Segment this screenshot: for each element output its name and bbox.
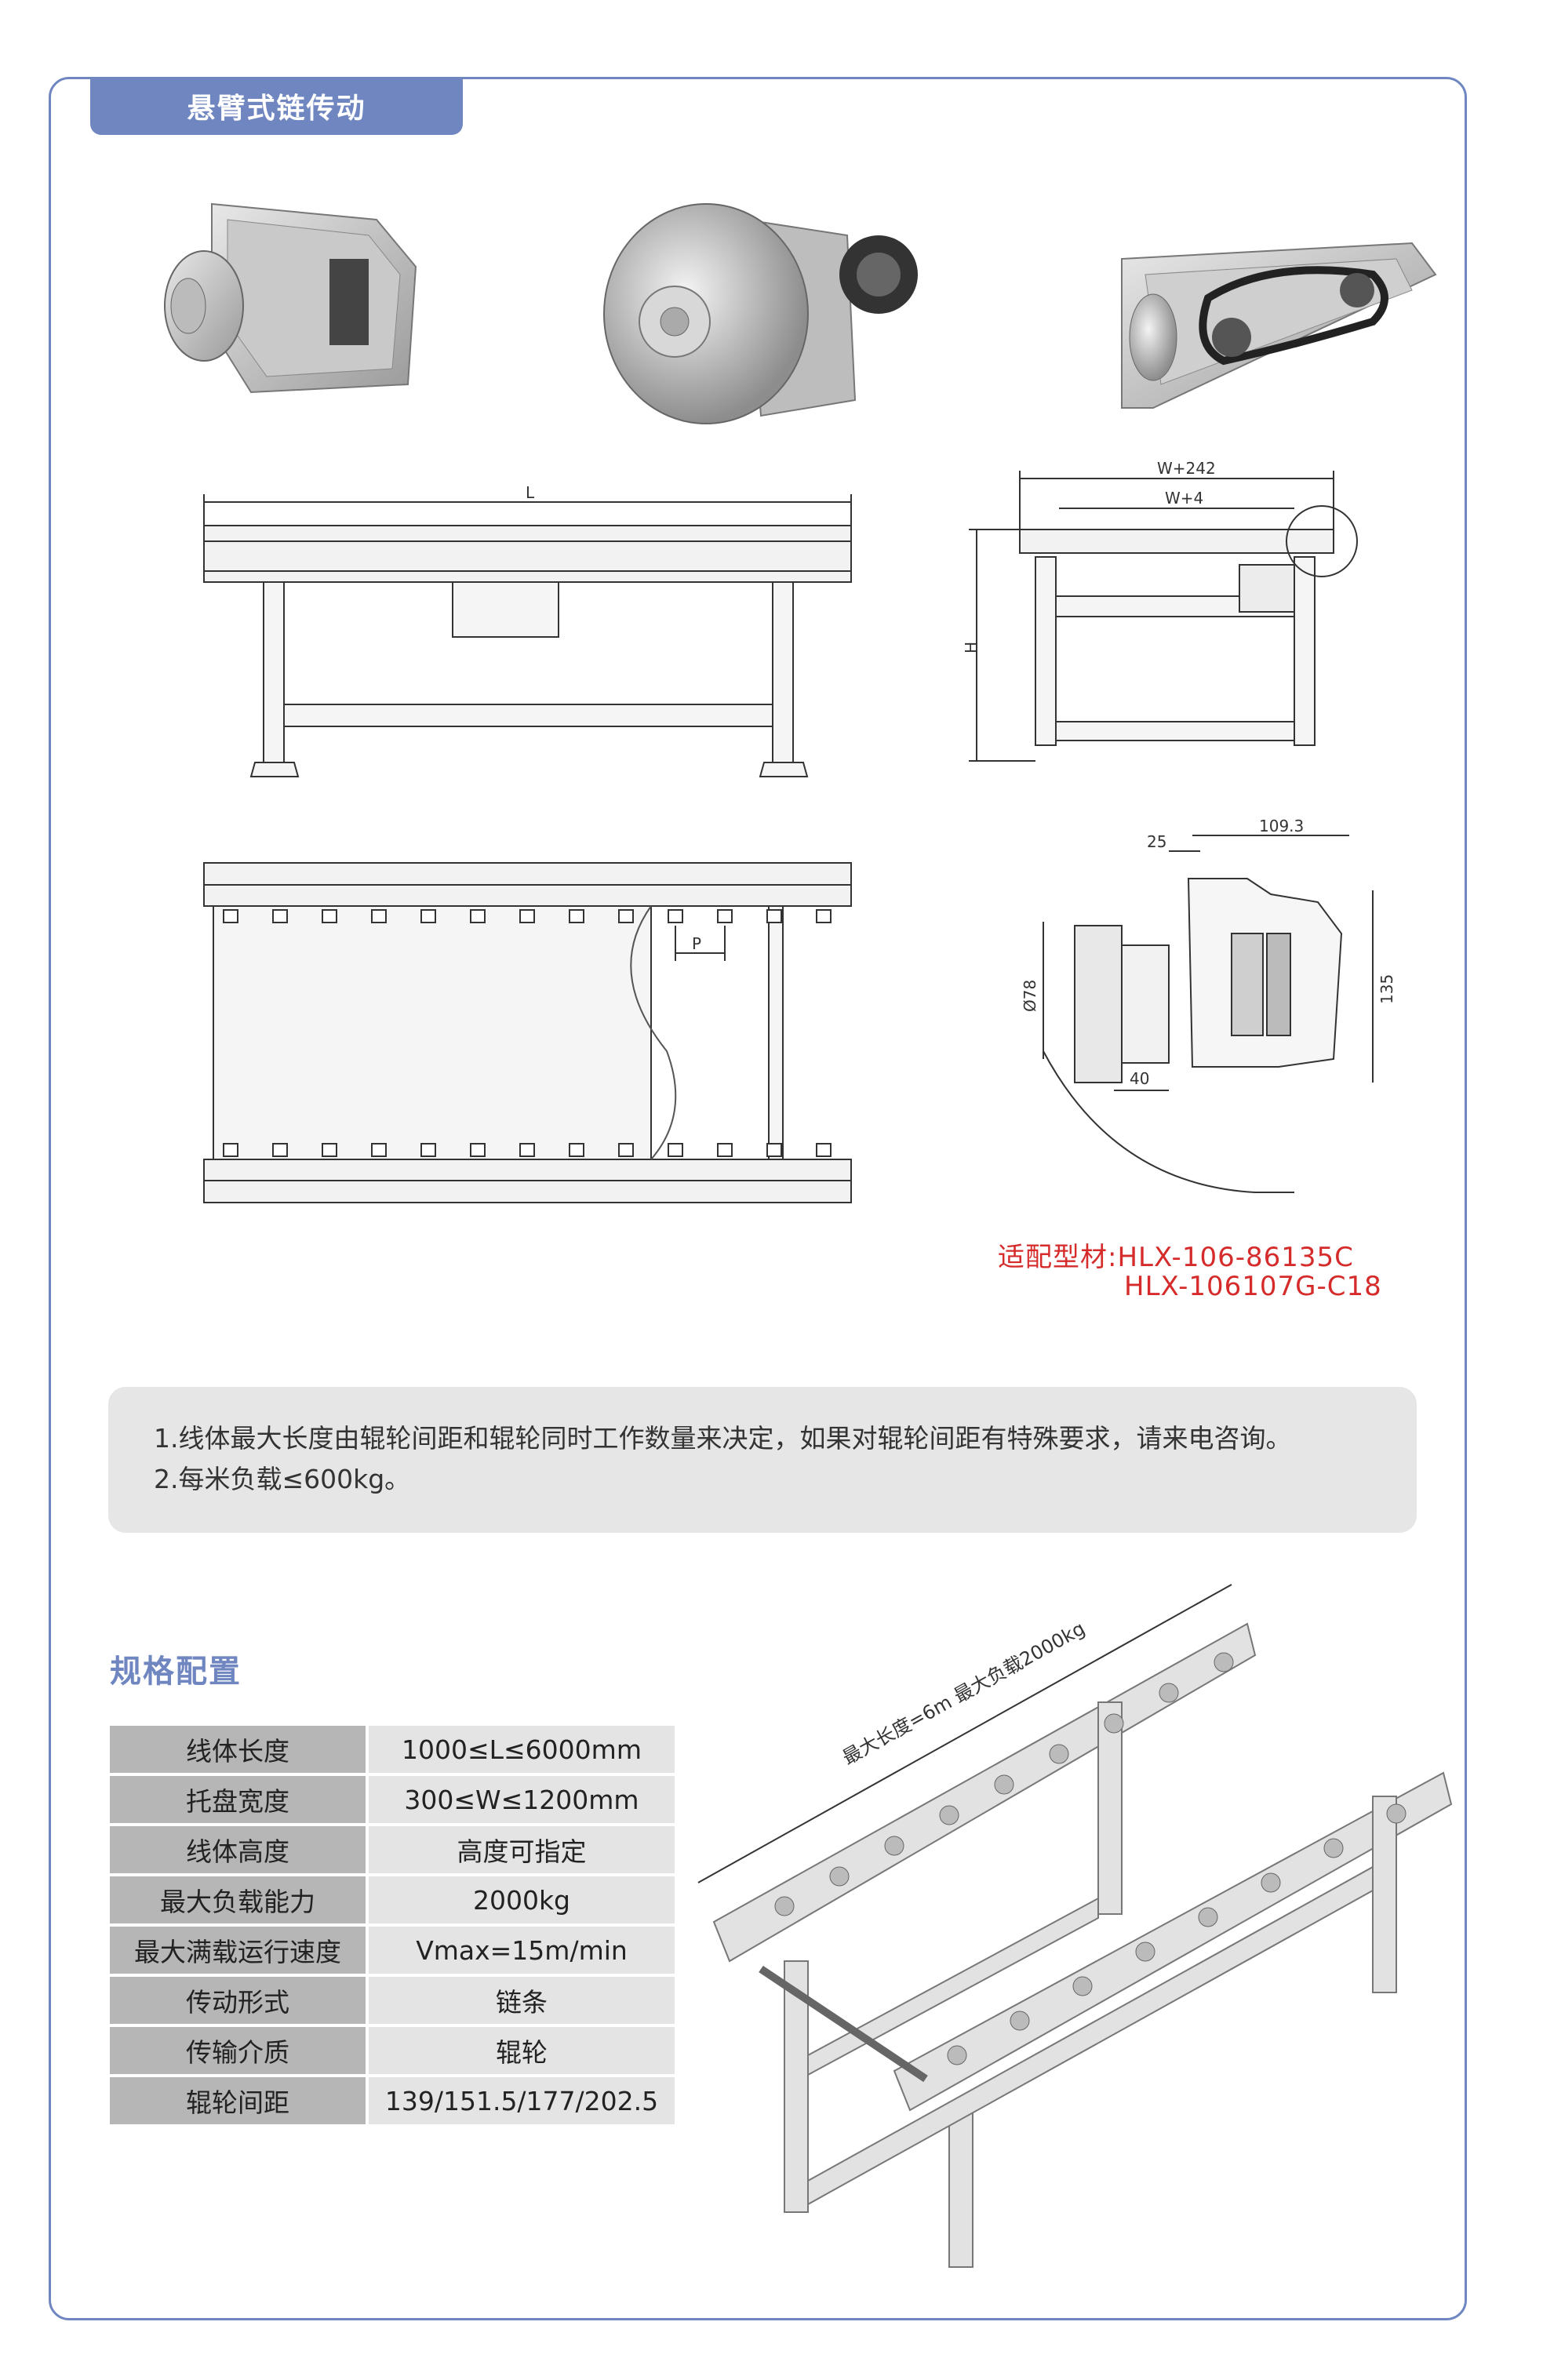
spec-row: 最大负载能力 2000kg (110, 1876, 675, 1923)
spec-value: 2000kg (369, 1876, 675, 1923)
spec-value: 链条 (369, 1977, 675, 2024)
front-elevation-drawing: W+242 W+4 H (962, 459, 1358, 762)
isometric-conveyor-illustration: 最大长度=6m 最大负载2000kg (697, 1584, 1453, 2268)
spec-row: 辊轮间距 139/151.5/177/202.5 (110, 2077, 675, 2124)
spec-row: 传输介质 辊轮 (110, 2027, 675, 2074)
dim-height-label: H (962, 642, 981, 653)
spec-value: Vmax=15m/min (369, 1927, 675, 1974)
dim-width-inner-label: W+4 (1165, 489, 1203, 508)
spec-row: 托盘宽度 300≤W≤1200mm (110, 1776, 675, 1823)
profile-line-2: HLX-106107G-C18 (1124, 1271, 1382, 1302)
side-elevation-drawing: L (203, 483, 852, 777)
spec-key: 辊轮间距 (110, 2077, 366, 2124)
page-frame (49, 77, 1467, 2320)
spec-key: 传输介质 (110, 2027, 366, 2074)
spec-row: 传动形式 链条 (110, 1977, 675, 2024)
top-plan-drawing: P (203, 862, 852, 1203)
dim-40-label: 40 (1130, 1069, 1149, 1088)
note-1: 1.线体最大长度由辊轮间距和辊轮同时工作数量来决定，如果对辊轮间距有特殊要求，请… (154, 1423, 1292, 1454)
spec-section-title: 规格配置 (110, 1654, 242, 1690)
dim-length-label: L (526, 483, 535, 502)
profile-line-1: 适配型材:HLX-106-86135C (998, 1242, 1354, 1273)
spec-value: 1000≤L≤6000mm (369, 1726, 675, 1773)
dim-78-label: Ø78 (1021, 980, 1039, 1012)
dim-135-label: 135 (1377, 974, 1396, 1004)
spec-key: 传动形式 (110, 1977, 366, 2024)
dim-width-outer-label: W+242 (1157, 459, 1216, 478)
spec-key: 托盘宽度 (110, 1776, 366, 1823)
section-title-tab: 悬臂式链传动 (90, 77, 463, 135)
dim-25-label: 25 (1147, 832, 1166, 851)
dim-109-label: 109.3 (1259, 817, 1304, 835)
detail-section-drawing: 25 109.3 Ø78 135 40 (1021, 817, 1396, 1193)
spec-row: 线体高度 高度可指定 (110, 1826, 675, 1873)
spec-table: 线体长度 1000≤L≤6000mm 托盘宽度 300≤W≤1200mm 线体高… (110, 1726, 675, 2127)
spec-key: 线体长度 (110, 1726, 366, 1773)
spec-key: 线体高度 (110, 1826, 366, 1873)
product-photo-roller (603, 203, 918, 424)
spec-value: 300≤W≤1200mm (369, 1776, 675, 1823)
dim-pitch-label: P (692, 934, 701, 953)
spec-row: 线体长度 1000≤L≤6000mm (110, 1726, 675, 1773)
spec-key: 最大负载能力 (110, 1876, 366, 1923)
note-2: 2.每米负载≤600kg。 (154, 1464, 411, 1494)
spec-value: 高度可指定 (369, 1826, 675, 1873)
spec-value: 辊轮 (369, 2027, 675, 2074)
product-photo-profile-section (164, 202, 417, 394)
spec-row: 最大满载运行速度 Vmax=15m/min (110, 1927, 675, 1974)
product-photo-chain-assembly (1121, 242, 1437, 409)
notes-box: 1.线体最大长度由辊轮间距和辊轮同时工作数量来决定，如果对辊轮间距有特殊要求，请… (108, 1387, 1417, 1533)
spec-key: 最大满载运行速度 (110, 1927, 366, 1974)
spec-value: 139/151.5/177/202.5 (369, 2077, 675, 2124)
